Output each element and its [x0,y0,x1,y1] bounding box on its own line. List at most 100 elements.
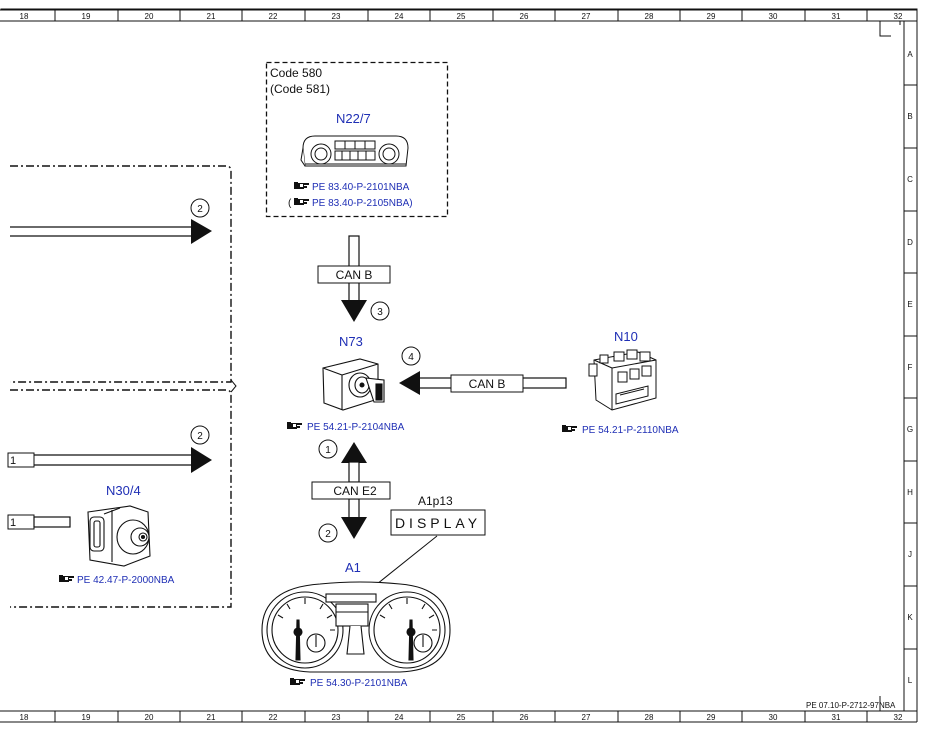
col-label-top: 20 [145,12,154,21]
drawing-frame [0,8,918,723]
col-label-top: 30 [769,12,778,21]
callout-2-left-upper: 2 [190,198,210,218]
svg-text:2: 2 [325,529,331,540]
col-label-bottom: 32 [894,713,903,722]
reference-hand-icon [294,198,309,205]
n10-reference: PE 54.21-P-2110NBA [582,425,679,436]
callout-1: 1 [318,439,338,459]
col-label-bottom: 26 [520,713,529,722]
can-b-top-label: CAN B [336,268,373,282]
col-label-top: 23 [332,12,341,21]
col-label-bottom: 19 [82,713,91,722]
document-reference: PE 07.10-P-2712-97NBA [806,701,896,710]
col-label-bottom: 22 [269,713,278,722]
svg-text:4: 4 [408,352,414,363]
callout-2: 2 [318,523,338,543]
code-581-label: (Code 581) [270,82,330,96]
reference-hand-icon [287,422,302,429]
a1-reference: PE 54.30-P-2101NBA [310,678,408,689]
col-label-top: 27 [582,12,591,21]
svg-text:2: 2 [197,431,203,442]
wire-stub-label: 1 [10,517,16,529]
svg-text:2: 2 [197,204,203,215]
n22-7-reference-2: PE 83.40-P-2105NBA) [312,198,413,209]
col-label-top: 22 [269,12,278,21]
col-label-bottom: 23 [332,713,341,722]
col-label-bottom: 29 [707,713,716,722]
row-label: B [907,112,912,121]
n73-reference: PE 54.21-P-2104NBA [307,422,405,433]
row-ruler: A B C D E F G H J K L [904,50,917,685]
col-label-top: 31 [832,12,841,21]
callout-4: 4 [401,346,421,366]
col-label-top: 24 [395,12,404,21]
col-label-top: 21 [207,12,216,21]
col-label-bottom: 27 [582,713,591,722]
col-label-bottom: 30 [769,713,778,722]
can-b-top-arrow: CAN B [317,235,391,322]
column-ruler: 18 19 20 21 22 23 24 25 26 27 28 29 30 3… [20,10,903,722]
col-label-top: 29 [707,12,716,21]
col-label-top: 28 [645,12,654,21]
row-label: L [908,676,913,685]
can-e2-label: CAN E2 [333,484,377,498]
n73-label: N73 [339,334,363,349]
climate-control-panel-icon [300,135,409,167]
n30-4-module-icon [87,505,151,567]
col-label-top: 19 [82,12,91,21]
n30-4-component: N30/4 PE 42.47-P-2000NBA [59,483,175,586]
left-boundary-upper [10,165,232,383]
n22-7-group: Code 580 (Code 581) N22/7 PE 83.40-P-210… [265,61,449,218]
col-label-bottom: 31 [832,713,841,722]
a1p13-display: A1p13 DISPLAY [361,494,486,597]
svg-text:1: 1 [325,445,331,456]
col-label-top: 25 [457,12,466,21]
n22-7-label: N22/7 [336,111,371,126]
col-label-top: 18 [20,12,29,21]
n30-4-stub-wire: 1 [7,514,71,530]
col-label-bottom: 28 [645,713,654,722]
reference-hand-icon [290,678,305,685]
wire-stub-label: 1 [10,455,16,467]
instrument-cluster-icon [261,581,451,673]
col-label-bottom: 21 [207,713,216,722]
left-upper-arrow [10,219,212,244]
col-label-bottom: 18 [20,713,29,722]
n30-4-reference: PE 42.47-P-2000NBA [77,575,175,586]
n10-label: N10 [614,329,638,344]
col-label-bottom: 20 [145,713,154,722]
row-label: H [907,488,913,497]
can-b-right-arrow: CAN B [399,371,567,395]
reference-hand-icon [562,425,577,432]
col-label-top: 32 [894,12,903,21]
col-label-top: 26 [520,12,529,21]
left-boundary-lower [10,389,232,608]
can-e2-arrows: CAN E2 [311,442,391,539]
left-lower-arrow: 1 [7,447,212,473]
a1-component: A1 [261,560,451,689]
row-label: K [907,613,913,622]
callout-2-left-lower: 2 [190,425,210,445]
col-label-bottom: 24 [395,713,404,722]
reference-hand-icon [59,575,74,582]
svg-text:3: 3 [377,307,383,318]
boundary-notch [230,379,237,393]
a1-label: A1 [345,560,361,575]
callout-3: 3 [370,301,390,321]
n30-4-label: N30/4 [106,483,141,498]
display-readout: DISPLAY [395,515,481,531]
col-label-bottom: 25 [457,713,466,722]
ignition-switch-icon [322,358,385,411]
row-label: D [907,238,913,247]
code-580-label: Code 580 [270,66,322,80]
row-label: E [907,300,912,309]
n10-component: N10 PE 54.21-P-2110NBA [562,329,679,436]
row-label: A [907,50,913,59]
n73-component: N73 PE 54.21-P-2104NBA [287,334,405,433]
n22-7-paren: ( [288,198,292,209]
sam-module-icon [588,349,657,411]
row-label: G [907,425,913,434]
reference-hand-icon [294,182,309,189]
